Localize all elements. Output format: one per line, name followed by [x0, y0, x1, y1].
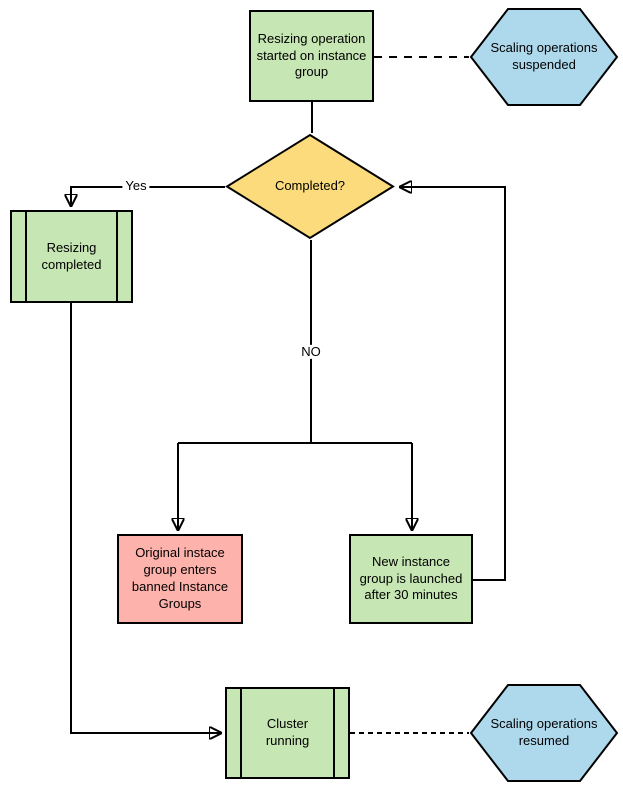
node-new-instance-group-label: New instance group is launched after 30 … — [359, 553, 463, 603]
node-cluster-running-label: Cluster running — [265, 716, 310, 748]
node-cluster-running: Cluster running — [225, 687, 350, 779]
node-scaling-resumed: Scaling operations resumed — [469, 683, 619, 783]
node-scaling-suspended: Scaling operations suspended — [469, 7, 619, 107]
edge-label-no: NO — [298, 344, 324, 360]
node-resizing-completed-label: Resizing completed — [41, 239, 102, 272]
edge-resizing-to-cluster — [70, 303, 221, 733]
edge-newgroup-loopback — [400, 187, 506, 581]
node-completed-decision: Completed? — [225, 133, 395, 240]
diamond-shape — [225, 133, 395, 240]
node-resizing-started-label: Resizing operation started on instance g… — [256, 30, 367, 80]
node-resizing-completed: Resizing completed — [10, 210, 133, 303]
node-scaling-suspended-label: Scaling operations suspended — [490, 40, 598, 72]
node-banned-instance-groups: Original instace group enters banned Ins… — [117, 534, 243, 624]
node-scaling-resumed-label: Scaling operations resumed — [490, 716, 598, 748]
node-completed-decision-label: Completed? — [274, 178, 346, 194]
node-new-instance-group: New instance group is launched after 30 … — [349, 534, 473, 624]
hexagon-shape — [469, 684, 619, 782]
node-banned-instance-groups-label: Original instace group enters banned Ins… — [131, 545, 229, 611]
edge-label-yes: Yes — [122, 178, 150, 194]
hexagon-shape — [469, 8, 619, 106]
node-resizing-started: Resizing operation started on instance g… — [249, 10, 374, 102]
